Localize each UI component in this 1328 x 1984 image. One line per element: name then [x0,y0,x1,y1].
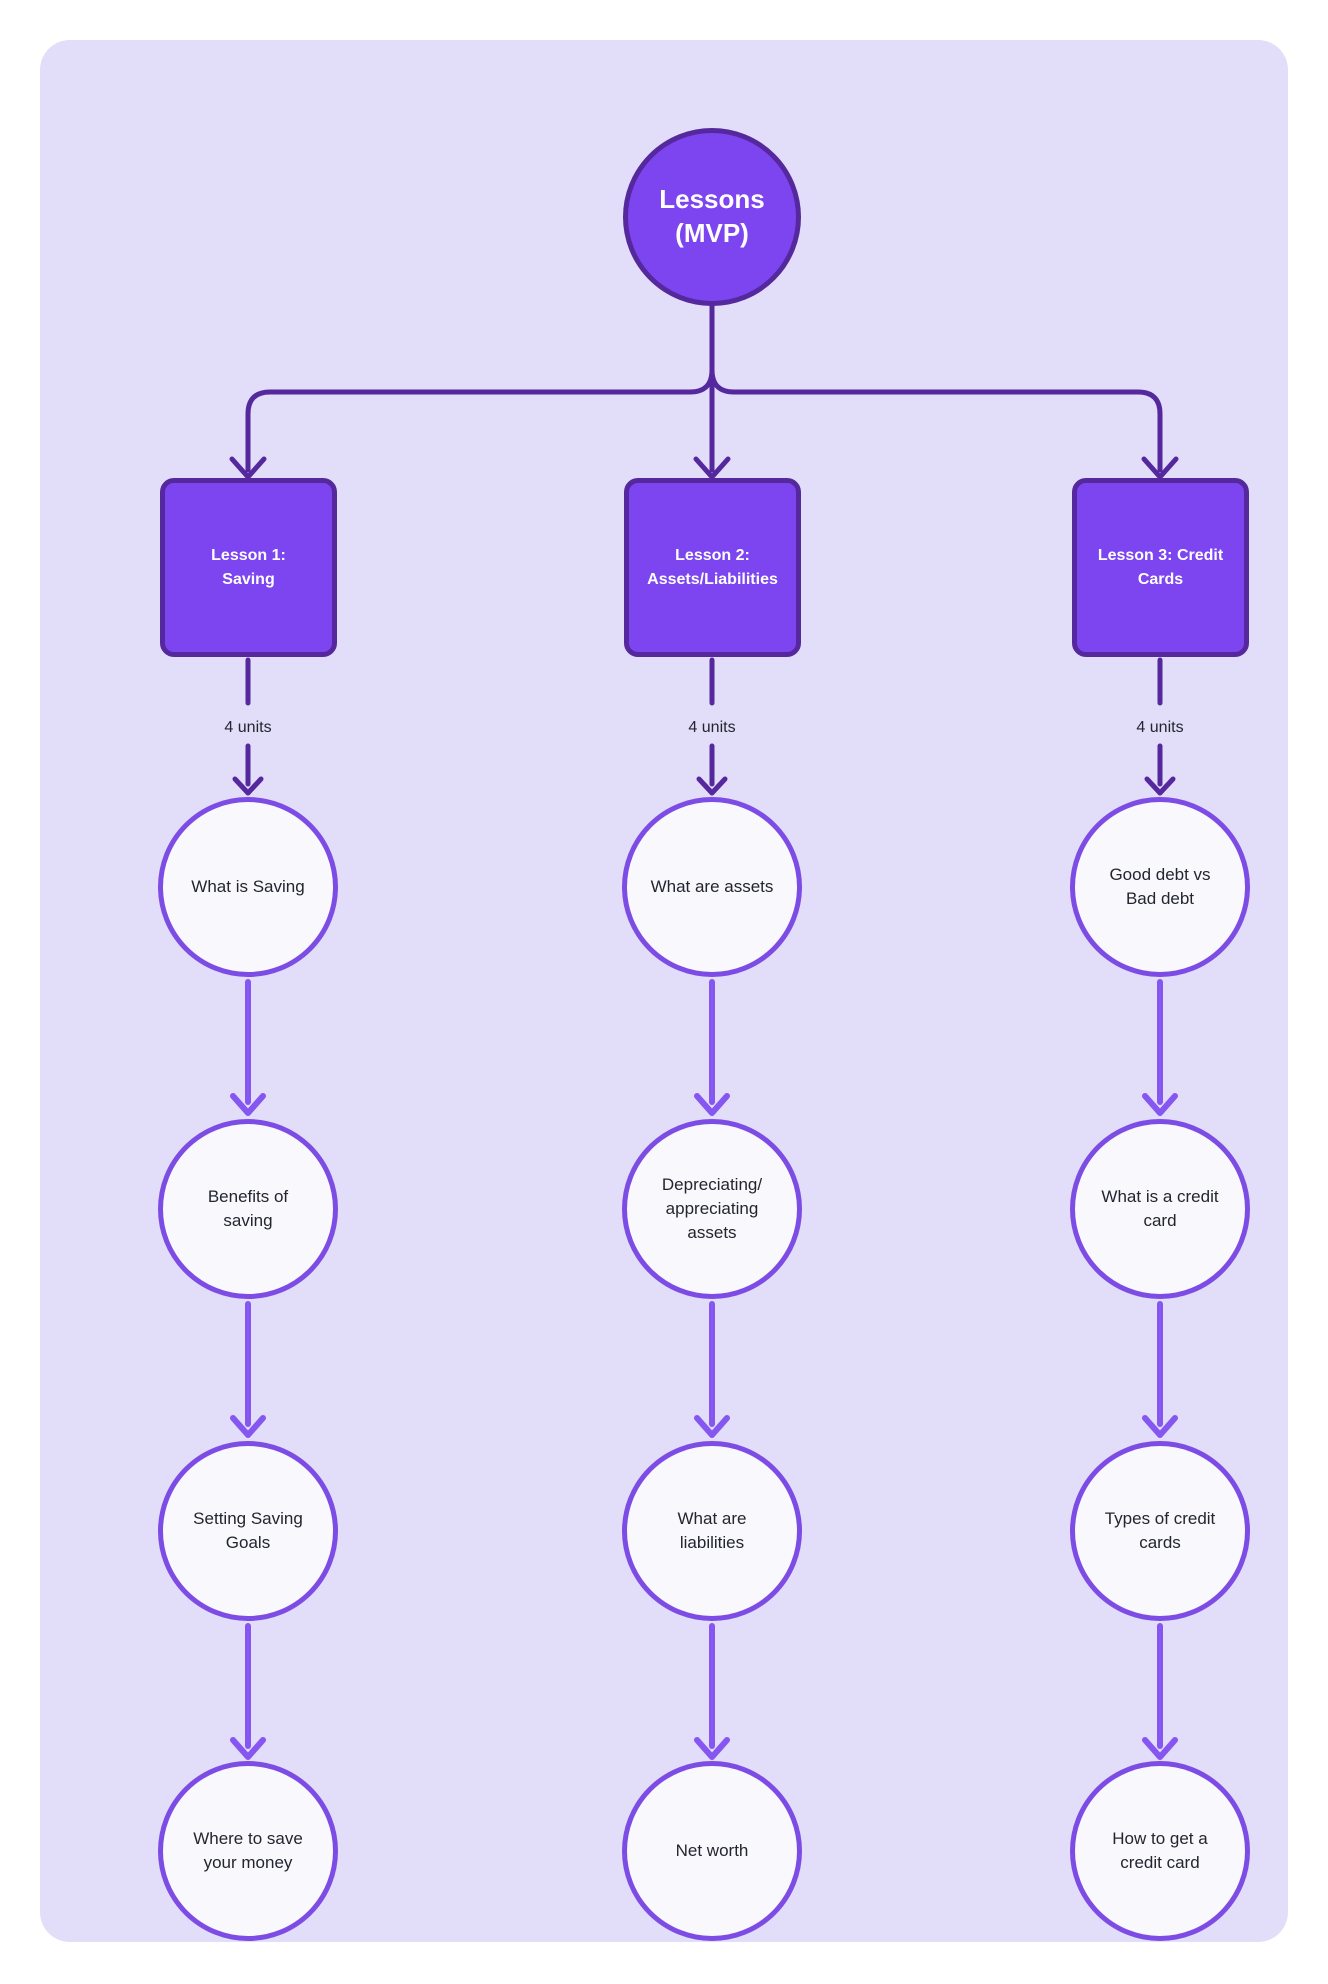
units-count-label-1: 4 units [224,719,272,736]
arrow-col1-unit1-unit2 [230,979,266,1116]
unit-label: Setting Saving Goals [193,1508,303,1552]
unit-circle-where-to-save-your-money[interactable]: Where to save your money [158,1761,338,1941]
arrow-col3-unit1-unit2 [1142,979,1178,1116]
lesson-1-label: Lesson 1: Saving [211,546,286,588]
arrow-units-1 [232,743,264,796]
arrow-col1-unit2-unit3 [230,1301,266,1438]
root-node-label: Lessons (MVP) [659,184,765,248]
arrow-col2-unit3-unit4 [694,1623,730,1760]
lesson-3-label: Lesson 3: Credit Cards [1097,546,1224,588]
arrow-col3-unit2-unit3 [1142,1301,1178,1438]
arrow-col2-unit1-unit2 [694,979,730,1116]
unit-circle-benefits-of-saving[interactable]: Benefits of saving [158,1119,338,1299]
lesson-3-box[interactable]: Lesson 3: Credit Cards [1072,478,1249,657]
unit-circle-what-are-assets[interactable]: What are assets [622,797,802,977]
unit-circle-net-worth[interactable]: Net worth [622,1761,802,1941]
unit-circle-what-are-liabilities[interactable]: What are liabilities [622,1441,802,1621]
unit-circle-what-is-saving[interactable]: What is Saving [158,797,338,977]
lesson-2-label: Lesson 2: Assets/Liabilities [647,546,778,588]
unit-label: Depreciating/ appreciating assets [661,1174,763,1243]
unit-label: Good debt vs Bad debt [1109,864,1211,908]
unit-circle-depreciating-appreciating-assets[interactable]: Depreciating/ appreciating assets [622,1119,802,1299]
connector-layer [229,300,1179,1760]
unit-label: What is a credit card [1101,1186,1219,1230]
arrow-col3-unit3-unit4 [1142,1623,1178,1760]
unit-circle-setting-saving-goals[interactable]: Setting Saving Goals [158,1441,338,1621]
connector-branch-right [709,367,1163,473]
root-node-lessons-mvp[interactable]: Lessons (MVP) [623,128,801,306]
connector-branch-left [245,367,715,473]
arrowhead-lesson-2 [693,456,731,480]
arrow-units-3 [1144,743,1176,796]
unit-label: Benefits of saving [207,1186,289,1230]
unit-circle-good-debt-vs-bad-debt[interactable]: Good debt vs Bad debt [1070,797,1250,977]
unit-circle-types-of-credit-cards[interactable]: Types of credit cards [1070,1441,1250,1621]
arrow-col2-unit2-unit3 [694,1301,730,1438]
unit-label: What are liabilities [677,1508,747,1552]
flowchart-card: Lessons (MVP) Lesson 1: Saving Lesson 2:… [40,40,1288,1942]
lesson-1-box[interactable]: Lesson 1: Saving [160,478,337,657]
arrowhead-lesson-1 [229,456,267,480]
arrowhead-lesson-3 [1141,456,1179,480]
lesson-2-box[interactable]: Lesson 2: Assets/Liabilities [624,478,801,657]
units-count-label-3: 4 units [1136,719,1184,736]
arrow-units-2 [696,743,728,796]
unit-circle-how-to-get-a-credit-card[interactable]: How to get a credit card [1070,1761,1250,1941]
unit-label: How to get a credit card [1112,1828,1208,1872]
unit-circle-what-is-a-credit-card[interactable]: What is a credit card [1070,1119,1250,1299]
unit-label: What is Saving [191,876,305,896]
unit-label: Types of credit cards [1104,1508,1216,1552]
arrow-col1-unit3-unit4 [230,1623,266,1760]
unit-label: Net worth [675,1840,749,1860]
unit-label: What are assets [650,876,774,896]
unit-label: Where to save your money [193,1828,303,1872]
units-count-label-2: 4 units [688,719,736,736]
